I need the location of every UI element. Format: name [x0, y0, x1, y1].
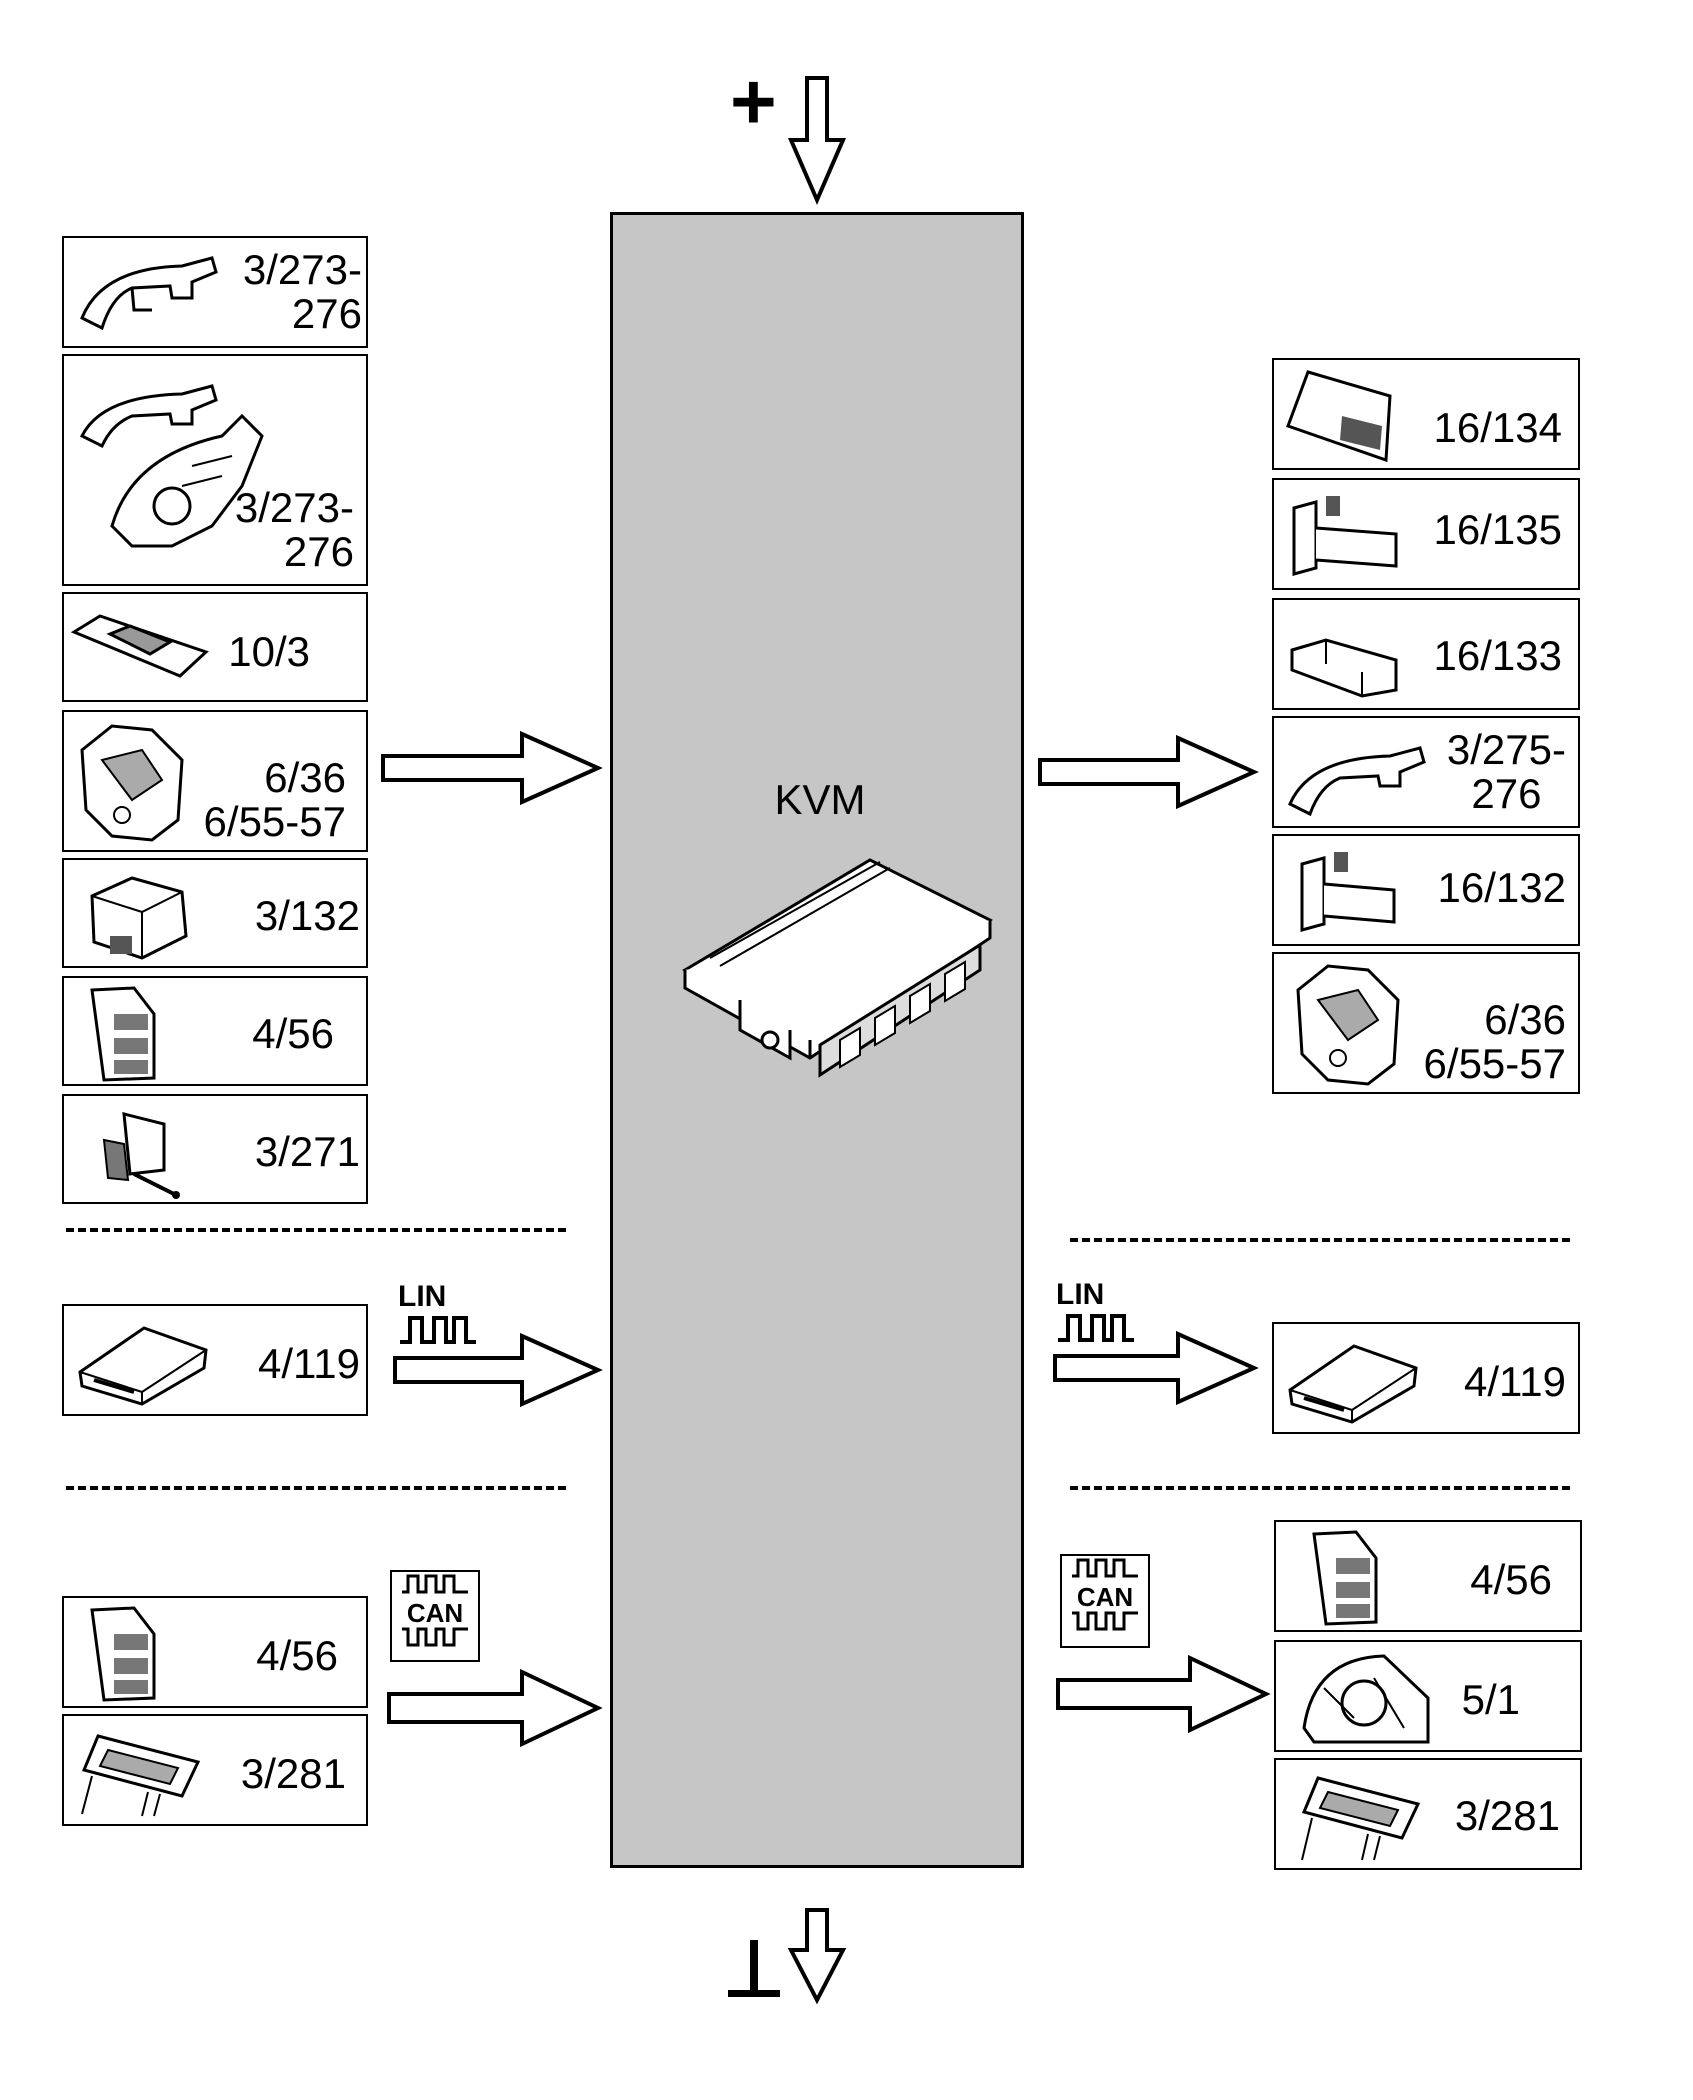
actuator-picture — [1290, 638, 1398, 698]
output-arrow-discrete — [1038, 734, 1259, 810]
component-label: 3/281 — [240, 1750, 346, 1797]
separator-left-1 — [66, 1228, 566, 1232]
component-label: 3/273- 276 — [234, 484, 354, 575]
component-box-can-output-2: 5/1 — [1274, 1640, 1582, 1752]
can-pulse-icon — [402, 1574, 468, 1594]
output-arrow-lin — [1053, 1330, 1259, 1406]
supply-plus-symbol: + — [730, 57, 777, 146]
operating-unit-picture — [1301, 1776, 1421, 1861]
module-picture — [90, 1606, 156, 1702]
component-label: 4/119 — [1464, 1358, 1566, 1405]
lin-module-picture — [1288, 1344, 1418, 1424]
component-label: 4/56 — [256, 1632, 338, 1679]
module-picture — [1312, 1530, 1378, 1626]
input-arrow-discrete — [381, 730, 603, 806]
component-box-can-output-3: 3/281 — [1274, 1758, 1582, 1870]
lin-bus-icon-right: LIN — [1056, 1280, 1136, 1349]
output-arrow-can — [1056, 1654, 1271, 1734]
component-label: 6/36 6/55-57 — [203, 754, 346, 845]
component-label: 3/275- 276 — [1446, 726, 1566, 817]
lin-module-picture — [78, 1326, 208, 1406]
can-pulse-icon — [402, 1627, 468, 1647]
component-label: 16/135 — [1433, 506, 1562, 553]
component-label: 16/132 — [1437, 864, 1566, 911]
can-bus-label: CAN — [1076, 1582, 1134, 1612]
component-box-can-input-2: 3/281 — [62, 1714, 368, 1826]
component-box-input-3: 10/3 — [62, 592, 368, 702]
component-box-output-4: 3/275- 276 — [1272, 716, 1580, 828]
component-box-output-1: 16/134 — [1272, 358, 1580, 470]
component-label: 6/36 6/55-57 — [1423, 996, 1566, 1087]
door-handle-mechanism-picture — [79, 384, 264, 548]
supply-arrow — [787, 76, 847, 206]
component-label: 16/133 — [1433, 632, 1562, 679]
component-box-output-5: 16/132 — [1272, 834, 1580, 946]
component-label: 4/119 — [258, 1340, 360, 1387]
can-bus-icon-left: CAN — [390, 1570, 480, 1662]
component-box-input-4: 6/36 6/55-57 — [62, 710, 368, 852]
component-box-output-2: 16/135 — [1272, 478, 1580, 590]
component-label: 10/3 — [228, 628, 310, 675]
can-pulse-icon — [1072, 1558, 1138, 1578]
lin-bus-icon-left: LIN — [398, 1282, 478, 1351]
component-box-lin-output: 4/119 — [1272, 1322, 1580, 1434]
component-box-output-6: 6/36 6/55-57 — [1272, 952, 1580, 1094]
component-box-input-6: 4/56 — [62, 976, 368, 1086]
separator-right-2 — [1070, 1486, 1570, 1490]
component-box-input-2: 3/273- 276 — [62, 354, 368, 586]
component-label: 3/132 — [254, 892, 360, 939]
module-picture — [90, 986, 156, 1082]
ground-symbol-stem — [750, 1940, 758, 1992]
component-label: 3/271 — [254, 1128, 360, 1175]
can-bus-icon-right: CAN — [1060, 1554, 1150, 1648]
switch-button-picture — [70, 614, 209, 678]
component-box-output-3: 16/133 — [1272, 598, 1580, 710]
lin-bus-label: LIN — [398, 1280, 447, 1313]
instrument-cluster-picture — [1302, 1654, 1430, 1744]
component-box-input-1: 3/273- 276 — [62, 236, 368, 348]
door-lock-picture — [80, 724, 184, 842]
lin-bus-label: LIN — [1056, 1278, 1105, 1311]
component-box-lin-input: 4/119 — [62, 1304, 368, 1416]
component-label: 4/56 — [1470, 1556, 1552, 1603]
component-label: 16/134 — [1433, 404, 1562, 451]
component-label: 5/1 — [1461, 1676, 1520, 1723]
separator-left-2 — [66, 1486, 566, 1490]
actuator-picture — [1300, 852, 1396, 932]
can-pulse-icon — [1072, 1611, 1138, 1631]
ground-arrow — [787, 1908, 847, 2005]
operating-unit-picture — [81, 1734, 201, 1817]
door-lock-picture — [1296, 964, 1400, 1086]
input-arrow-lin — [393, 1332, 603, 1408]
separator-right-1 — [1070, 1238, 1570, 1242]
actuator-picture — [1292, 496, 1398, 576]
component-label: 3/281 — [1454, 1792, 1560, 1839]
component-box-can-input-1: 4/56 — [62, 1596, 368, 1708]
component-label: 4/56 — [252, 1010, 334, 1057]
component-box-input-7: 3/271 — [62, 1094, 368, 1204]
actuator-picture — [90, 876, 188, 960]
door-handle-picture — [1288, 746, 1426, 817]
switch-picture — [102, 1112, 180, 1199]
ground-symbol-bar — [728, 1990, 780, 1997]
component-label: 3/273- 276 — [242, 246, 362, 337]
lin-pulse-icon — [1058, 1314, 1134, 1342]
actuator-picture — [1286, 370, 1392, 463]
can-bus-label: CAN — [406, 1598, 464, 1628]
lin-pulse-icon — [400, 1316, 476, 1344]
component-box-input-5: 3/132 — [62, 858, 368, 968]
central-unit-label: KVM — [774, 776, 866, 823]
component-box-can-output-1: 4/56 — [1274, 1520, 1582, 1632]
input-arrow-can — [387, 1668, 603, 1748]
door-handle-picture — [80, 256, 218, 331]
control-module-picture — [681, 858, 993, 1078]
